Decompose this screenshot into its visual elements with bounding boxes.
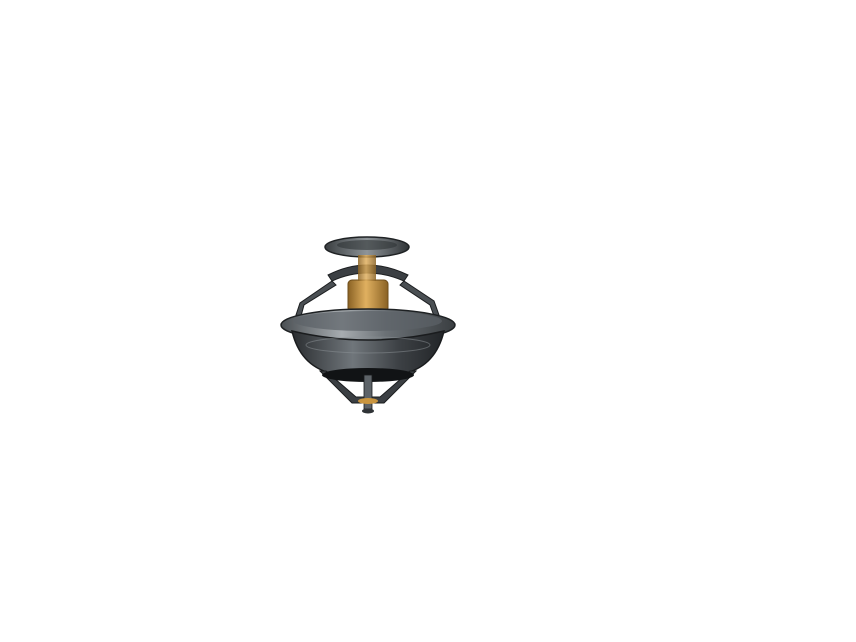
thermostat-body bbox=[290, 329, 446, 374]
wax-element bbox=[347, 279, 389, 313]
thermostat-icon bbox=[280, 236, 456, 414]
